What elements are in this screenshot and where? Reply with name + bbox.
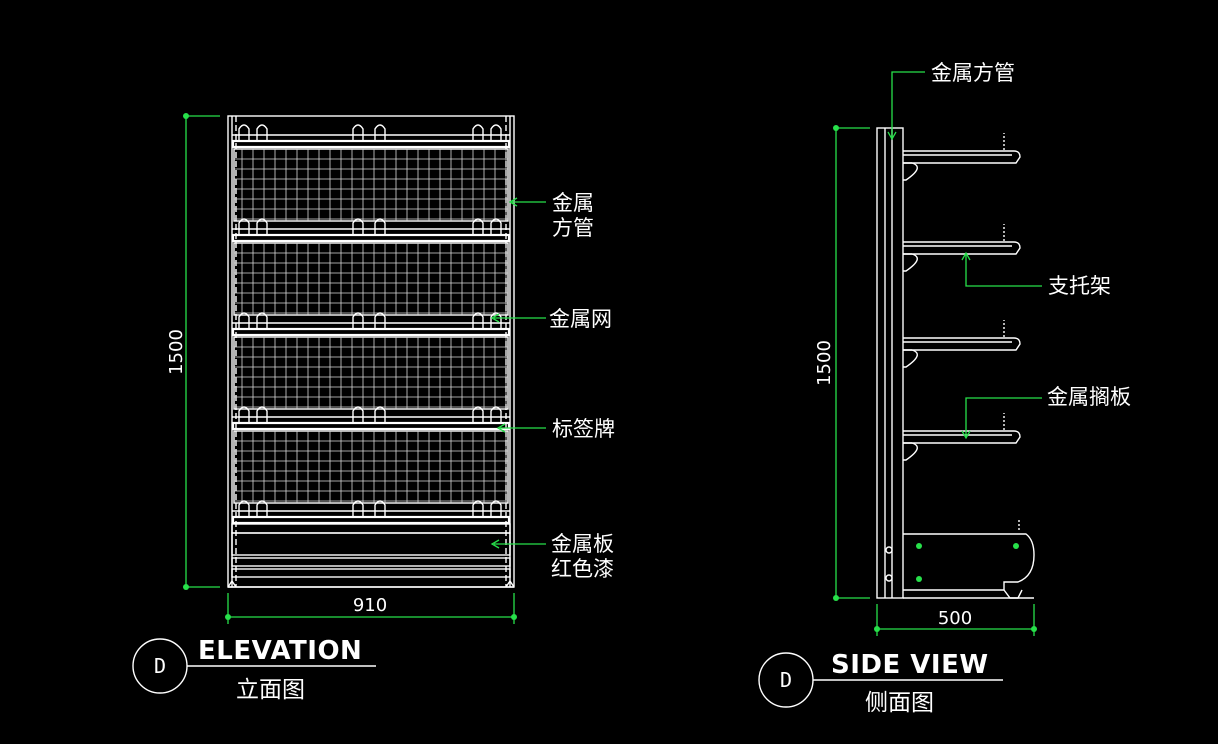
side-upright-post bbox=[876, 127, 904, 599]
shelf-rail bbox=[231, 233, 511, 243]
mesh-panel bbox=[233, 430, 509, 504]
hook-loop bbox=[352, 406, 364, 423]
hook-loop bbox=[374, 500, 386, 517]
bracket-arm bbox=[903, 349, 918, 368]
label-metal-board-line1: 金属板 bbox=[551, 532, 614, 556]
label-tag-board: 标签牌 bbox=[552, 417, 615, 441]
side-subtitle: 侧面图 bbox=[865, 690, 934, 716]
bracket-arm bbox=[903, 442, 918, 461]
hook-loop bbox=[374, 218, 386, 235]
hook-loop bbox=[472, 312, 484, 329]
hook-loop bbox=[238, 218, 250, 235]
side-title: SIDE VIEW bbox=[831, 650, 989, 680]
elevation-title-marker: D bbox=[154, 654, 166, 678]
elevation-base-panel bbox=[227, 523, 515, 588]
hook-loop bbox=[490, 500, 502, 517]
hook-loop bbox=[472, 500, 484, 517]
mesh-panel bbox=[233, 242, 509, 316]
side-width-dimension: 500 bbox=[874, 604, 1037, 636]
hook-loop bbox=[374, 406, 386, 423]
elevation-shelf-level bbox=[231, 124, 511, 222]
hook-loop bbox=[374, 124, 386, 141]
mesh-panel bbox=[233, 336, 509, 410]
elevation-width-dimension: 910 bbox=[225, 593, 517, 624]
shelf-profile bbox=[903, 150, 1021, 164]
elevation-shelf-level bbox=[231, 312, 511, 410]
side-shelf-level bbox=[903, 133, 1021, 181]
elevation-shelf-level bbox=[231, 500, 511, 525]
elevation-view: 1500 910 金属 方管 金属网 标签牌 金属板 红色漆 D E bbox=[132, 113, 615, 703]
elevation-leaders bbox=[490, 197, 546, 549]
hook-loop bbox=[352, 124, 364, 141]
side-shelf-level bbox=[903, 320, 1021, 368]
hook-loop bbox=[256, 312, 268, 329]
label-metal-shelf: 金属搁板 bbox=[1047, 385, 1131, 409]
hook-loop bbox=[256, 124, 268, 141]
hook-loop bbox=[238, 500, 250, 517]
elevation-height-value: 1500 bbox=[166, 329, 187, 375]
mesh-panel bbox=[233, 148, 509, 222]
label-metal-mesh: 金属网 bbox=[549, 307, 612, 331]
label-metal-tube-line1: 金属 bbox=[552, 191, 594, 215]
side-shelf-level bbox=[903, 413, 1021, 461]
hook-loop bbox=[352, 218, 364, 235]
bracket-arm bbox=[903, 162, 918, 181]
hook-loop bbox=[472, 218, 484, 235]
hook-loop bbox=[256, 500, 268, 517]
elevation-shelves bbox=[231, 124, 511, 525]
elevation-shelf-level bbox=[231, 218, 511, 316]
elevation-subtitle: 立面图 bbox=[236, 677, 305, 703]
shelf-profile bbox=[903, 337, 1021, 351]
hook-loop bbox=[352, 312, 364, 329]
label-metal-board-line2: 红色漆 bbox=[551, 557, 614, 581]
shelf-rail bbox=[231, 139, 511, 149]
elevation-width-value: 910 bbox=[353, 595, 387, 616]
hook-loop bbox=[490, 406, 502, 423]
side-height-value: 1500 bbox=[814, 340, 835, 386]
hook-loop bbox=[472, 124, 484, 141]
side-shelves bbox=[903, 133, 1021, 461]
side-view: 1500 500 金属方管 支托架 金属搁板 D SIDE VIEW 侧面图 bbox=[758, 61, 1131, 716]
hook-loop bbox=[490, 218, 502, 235]
elevation-shelf-level bbox=[231, 406, 511, 504]
hook-loop bbox=[238, 124, 250, 141]
shelf-profile bbox=[903, 430, 1021, 444]
hook-loop bbox=[490, 124, 502, 141]
side-width-value: 500 bbox=[938, 608, 972, 629]
side-height-dimension: 1500 bbox=[814, 125, 870, 601]
hook-loop bbox=[352, 500, 364, 517]
side-leaders bbox=[887, 71, 1042, 440]
hook-loop bbox=[238, 406, 250, 423]
hook-loop bbox=[490, 312, 502, 329]
elevation-title-block: D ELEVATION 立面图 bbox=[132, 636, 376, 703]
shelf-profile bbox=[903, 241, 1021, 255]
shelf-rail bbox=[231, 421, 511, 431]
hook-loop bbox=[256, 218, 268, 235]
bracket-arm bbox=[903, 253, 918, 272]
elevation-title: ELEVATION bbox=[198, 636, 362, 666]
side-base bbox=[903, 520, 1035, 599]
hook-loop bbox=[256, 406, 268, 423]
hook-loop bbox=[472, 406, 484, 423]
hook-loop bbox=[238, 312, 250, 329]
shelf-rail bbox=[231, 515, 511, 525]
side-title-block: D SIDE VIEW 侧面图 bbox=[758, 650, 1003, 716]
shelf-rail bbox=[231, 327, 511, 337]
label-bracket: 支托架 bbox=[1048, 274, 1111, 298]
side-shelf-level bbox=[903, 224, 1021, 272]
label-metal-tube-line2: 方管 bbox=[552, 216, 594, 240]
side-title-marker: D bbox=[780, 668, 792, 692]
label-side-metal-tube: 金属方管 bbox=[931, 61, 1015, 85]
elevation-height-dimension: 1500 bbox=[166, 113, 220, 590]
hook-loop bbox=[374, 312, 386, 329]
